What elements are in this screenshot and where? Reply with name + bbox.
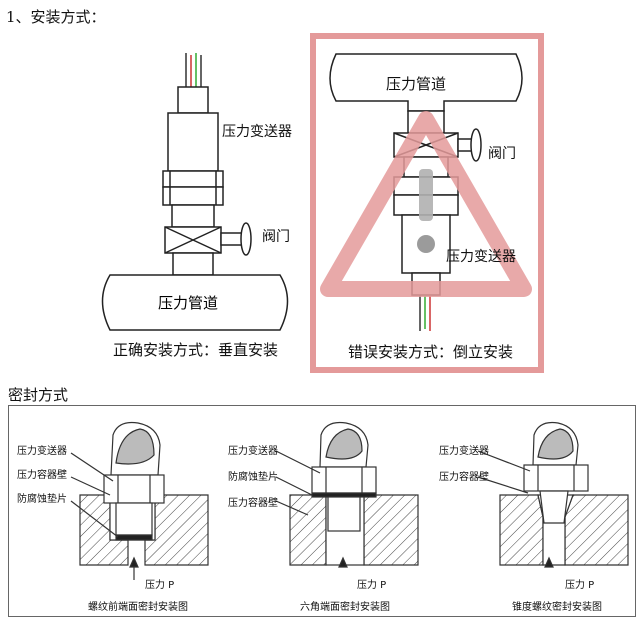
seal1-label-transmitter: 压力变送器 [17, 446, 67, 457]
seal3-label-wall: 压力容器壁 [439, 472, 489, 483]
seal2-label-gasket: 防腐蚀垫片 [228, 472, 278, 483]
wrong-pipe-label: 压力管道 [386, 75, 446, 93]
seal-diagram-panel [8, 405, 636, 617]
seal-heading: 密封方式 [8, 386, 69, 404]
correct-valve-label: 阀门 [262, 229, 290, 245]
seal2-label-wall: 压力容器壁 [228, 498, 278, 509]
seal1-label-wall: 压力容器壁 [17, 470, 67, 481]
wrong-install-diagram: 压力管道 [320, 53, 532, 331]
correct-transmitter-label: 压力变送器 [222, 124, 292, 140]
seal1-pressure: 压力 P [145, 580, 175, 591]
wrong-transmitter-label: 压力变送器 [446, 249, 516, 265]
seal3-caption: 锥度螺纹密封安装图 [512, 602, 602, 613]
seal3-label-transmitter: 压力变送器 [439, 446, 489, 457]
correct-caption: 正确安装方式：垂直安装 [113, 341, 279, 359]
seal-diagrams [70, 421, 629, 580]
wrong-install-frame [310, 33, 544, 373]
install-heading: 1、安装方式： [6, 8, 106, 26]
seal3-pressure: 压力 P [565, 580, 595, 591]
wrong-caption: 错误安装方式：倒立安装 [348, 343, 514, 361]
correct-pipe-label: 压力管道 [158, 294, 218, 312]
seal2-caption: 六角端面密封安装图 [300, 602, 390, 613]
wrong-valve-label: 阀门 [488, 146, 516, 162]
seal1-label-gasket: 防腐蚀垫片 [17, 494, 67, 505]
correct-install-diagram: 压力管道 [101, 53, 289, 331]
seal2-pressure: 压力 P [357, 580, 387, 591]
warning-triangle-icon [320, 111, 532, 297]
seal2-label-transmitter: 压力变送器 [228, 446, 278, 457]
seal1-caption: 螺纹前端面密封安装图 [88, 602, 188, 613]
